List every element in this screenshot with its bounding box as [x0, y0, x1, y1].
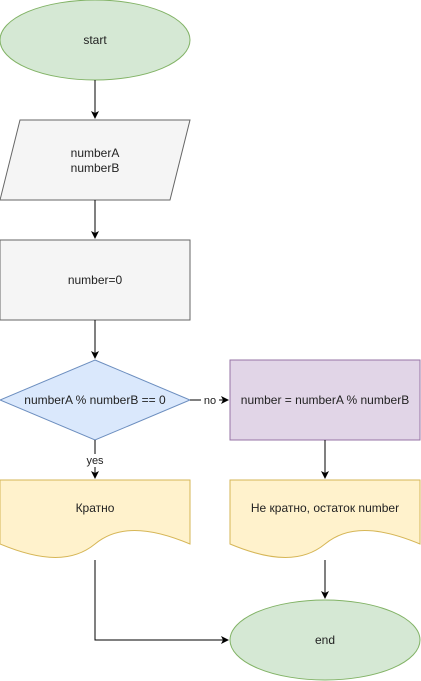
edge-yes-label-bg: [84, 454, 106, 467]
input-label-line2: numberB: [71, 161, 120, 175]
not-divisible-node: [229, 479, 421, 558]
input-node: [0, 119, 191, 201]
not-divisible-label: Не кратно, остаток number: [251, 501, 399, 515]
edge-yes-label: yes: [86, 455, 104, 467]
compute-label: number = numberA % numberB: [241, 393, 409, 407]
compute-node: [229, 359, 421, 441]
edge-no-label: no: [204, 395, 216, 407]
end-label: end: [315, 633, 335, 647]
end-node: [229, 599, 421, 681]
init-label: number=0: [68, 273, 123, 287]
input-label-line1: numberA: [71, 146, 120, 160]
condition-label: numberA % numberB == 0: [24, 393, 166, 407]
edge-divisible-to-end: [94, 560, 229, 644]
start-label: start: [83, 33, 107, 47]
init-node: [0, 239, 191, 321]
divisible-node: [0, 479, 191, 558]
edge-no-label-bg: [201, 393, 219, 407]
divisible-label: Кратно: [76, 501, 115, 515]
